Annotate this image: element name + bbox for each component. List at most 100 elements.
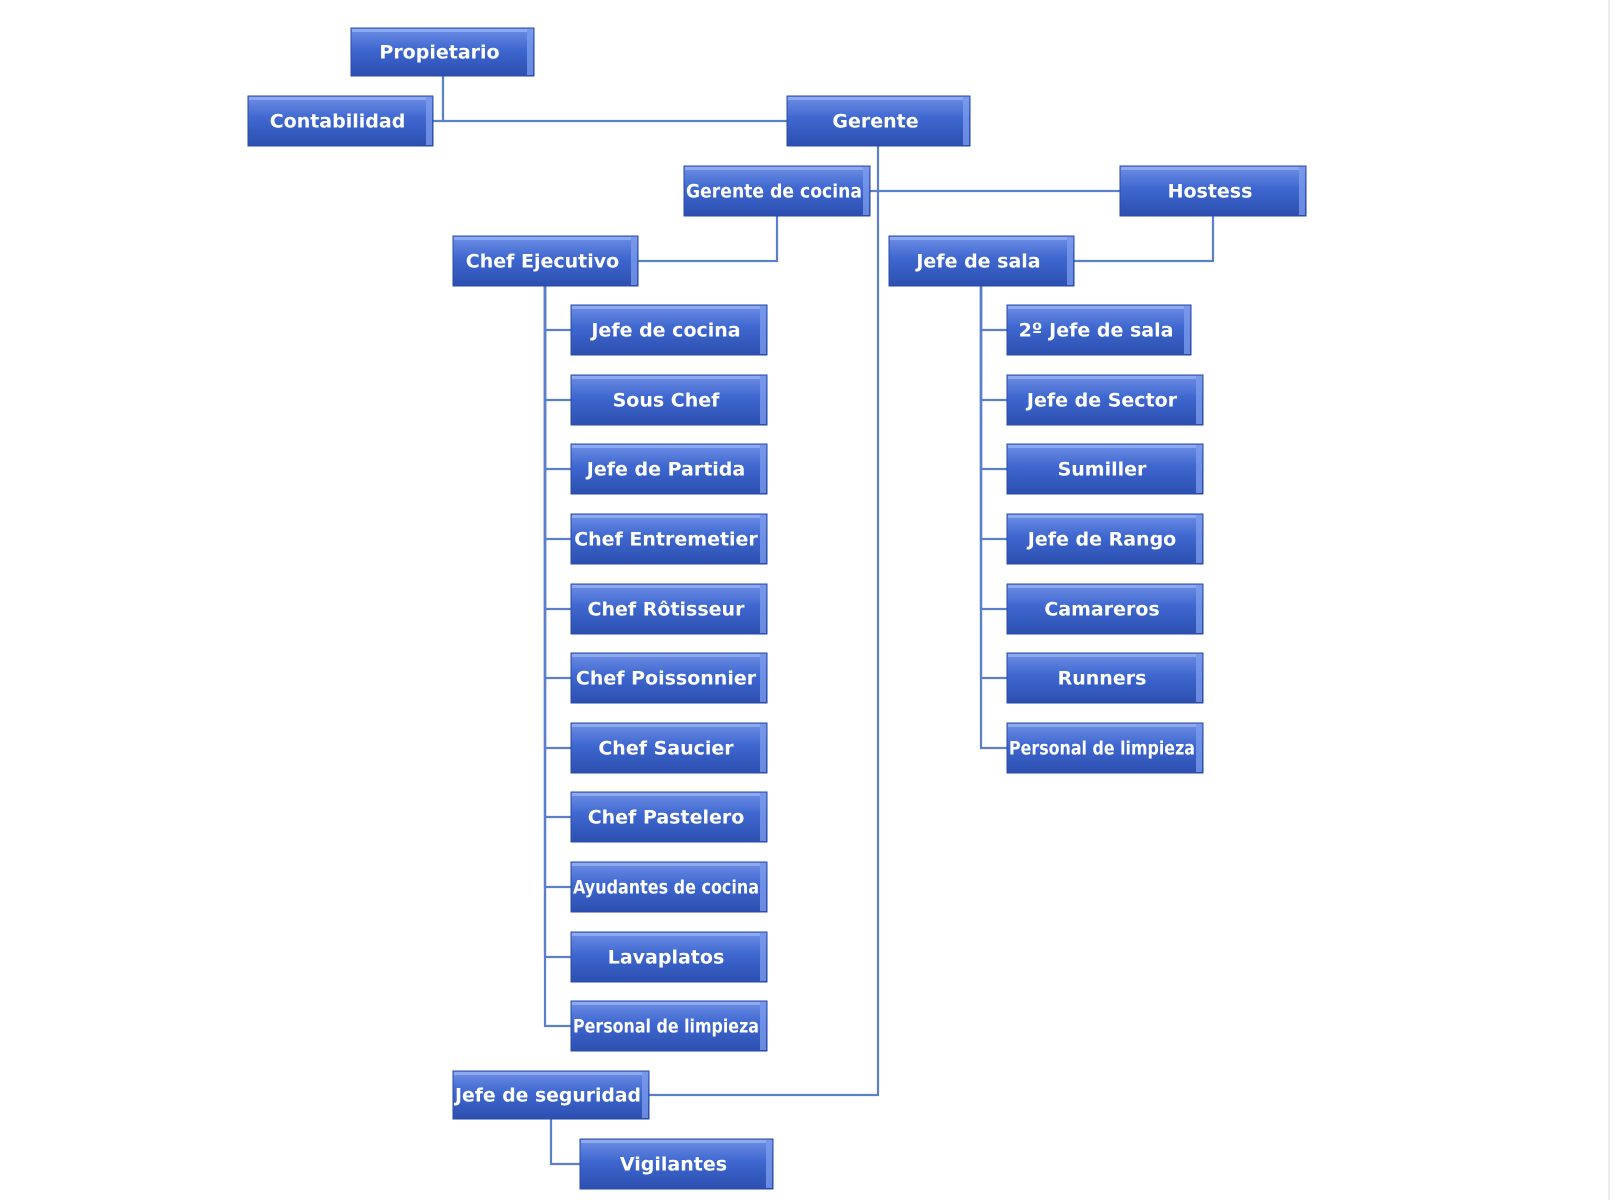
node-bevel — [760, 724, 766, 772]
node-hostess: Hostess — [1119, 165, 1307, 217]
node-bevel — [1067, 237, 1073, 285]
connector-jefe-sala-to-camareros — [979, 286, 1007, 611]
node-highlight — [1008, 306, 1184, 309]
node-bevel — [963, 97, 969, 145]
node-box — [570, 304, 768, 356]
node-label: Vigilantes — [620, 1154, 727, 1176]
node-highlight — [1008, 654, 1196, 657]
node-highlight — [572, 306, 760, 309]
node-bevel — [1184, 306, 1190, 354]
connector-chef-ejecutivo-to-lavaplatos — [543, 286, 571, 959]
connector-chef-ejecutivo-to-chef-pastelero — [543, 286, 571, 819]
connector-chef-ejecutivo-to-chef-entremetier — [543, 286, 571, 541]
node-jefe-sector: Jefe de Sector — [1006, 374, 1204, 426]
node-highlight — [572, 376, 760, 379]
connector-jefe-seguridad-to-vigilantes — [549, 1119, 580, 1166]
node-runners: Runners — [1006, 652, 1204, 704]
node-label: Chef Ejecutivo — [466, 251, 619, 273]
node-highlight — [572, 863, 760, 866]
node-segundo-jefe-sala: 2º Jefe de sala — [1006, 304, 1192, 356]
node-label: Propietario — [379, 42, 499, 64]
node-box — [570, 374, 768, 426]
connectors — [433, 76, 1215, 1166]
node-label: 2º Jefe de sala — [1019, 320, 1174, 342]
node-sous-chef: Sous Chef — [570, 374, 768, 426]
node-label: Camareros — [1044, 599, 1159, 621]
node-personal-limpieza-cocina: Personal de limpieza — [570, 1000, 768, 1052]
node-bevel — [527, 29, 533, 75]
node-box — [570, 931, 768, 983]
node-label: Chef Poissonnier — [576, 668, 757, 690]
node-bevel — [760, 654, 766, 702]
node-contabilidad: Contabilidad — [247, 95, 434, 147]
node-vigilantes: Vigilantes — [579, 1138, 774, 1190]
node-box — [1119, 165, 1307, 217]
connector-jefe-sala-to-jefe-sector — [979, 286, 1007, 402]
node-highlight — [581, 1140, 766, 1143]
node-box — [350, 27, 535, 77]
node-bevel — [760, 1002, 766, 1050]
node-bevel — [1196, 445, 1202, 493]
connector-chef-ejecutivo-to-chef-rotisseur — [543, 286, 571, 611]
connector-chef-ejecutivo-to-chef-poissonnier — [543, 286, 571, 680]
node-box — [1006, 443, 1204, 495]
node-label: Jefe de Sector — [1025, 390, 1178, 412]
node-propietario: Propietario — [350, 27, 535, 77]
node-jefe-cocina: Jefe de cocina — [570, 304, 768, 356]
node-bevel — [760, 585, 766, 633]
node-highlight — [454, 1072, 642, 1075]
node-box — [570, 861, 768, 913]
node-label: Hostess — [1168, 181, 1253, 203]
node-label: Gerente — [832, 111, 918, 133]
node-chef-ejecutivo: Chef Ejecutivo — [452, 235, 639, 287]
node-jefe-partida: Jefe de Partida — [570, 443, 768, 495]
connector-chef-ejecutivo-to-ayudantes-cocina — [543, 286, 571, 889]
node-highlight — [1008, 515, 1196, 518]
node-label: Chef Entremetier — [574, 529, 758, 551]
node-gerente-cocina: Gerente de cocina — [683, 165, 871, 217]
connector-chef-ejecutivo-to-jefe-partida — [543, 286, 571, 471]
node-bevel — [760, 306, 766, 354]
connector-jefe-sala-to-jefe-rango — [979, 286, 1007, 541]
node-bevel — [766, 1140, 772, 1188]
node-bevel — [1196, 654, 1202, 702]
node-label: Lavaplatos — [608, 947, 725, 969]
node-box — [786, 95, 971, 147]
node-lavaplatos: Lavaplatos — [570, 931, 768, 983]
node-highlight — [249, 97, 426, 100]
node-label: Sumiller — [1058, 459, 1147, 481]
node-ayudantes-cocina: Ayudantes de cocina — [570, 861, 768, 913]
node-label: Jefe de Rango — [1026, 529, 1176, 551]
node-box — [570, 791, 768, 843]
node-bevel — [863, 167, 869, 215]
node-bevel — [1196, 724, 1202, 772]
connector-hostess-to-jefe-sala — [1074, 216, 1215, 263]
node-highlight — [572, 445, 760, 448]
connector-gerente-to-jefe-seguridad — [649, 191, 880, 1097]
node-box — [570, 722, 768, 774]
node-personal-limpieza-sala: Personal de limpieza — [1006, 722, 1204, 774]
connector-gerente-to-gerente-cocina — [870, 146, 880, 193]
node-label: Jefe de cocina — [589, 320, 740, 342]
node-box — [1006, 513, 1204, 565]
node-bevel — [1196, 585, 1202, 633]
node-highlight — [1008, 724, 1196, 727]
node-box — [1006, 304, 1192, 356]
node-highlight — [572, 724, 760, 727]
node-bevel — [426, 97, 432, 145]
node-bevel — [760, 515, 766, 563]
node-highlight — [572, 793, 760, 796]
node-box — [1006, 652, 1204, 704]
node-chef-poissonnier: Chef Poissonnier — [570, 652, 768, 704]
connector-chef-ejecutivo-to-personal-limpieza-cocina — [543, 286, 571, 1028]
connector-chef-ejecutivo-to-sous-chef — [543, 286, 571, 402]
node-box — [247, 95, 434, 147]
node-highlight — [572, 654, 760, 657]
node-bevel — [1299, 167, 1305, 215]
node-label: Chef Saucier — [598, 738, 734, 760]
node-camareros: Camareros — [1006, 583, 1204, 635]
node-jefe-seguridad: Jefe de seguridad — [452, 1070, 650, 1120]
node-box — [570, 1000, 768, 1052]
